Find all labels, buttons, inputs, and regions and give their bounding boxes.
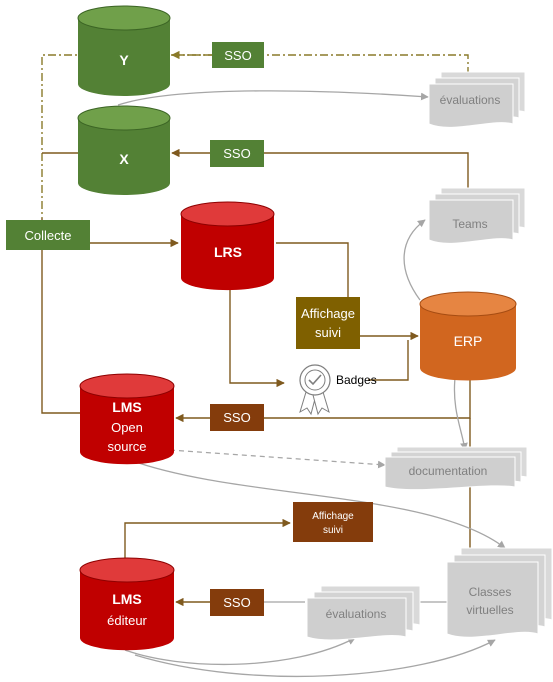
badges: Badges: [299, 364, 377, 416]
box-affichage-top-label-1: Affichage: [301, 306, 355, 321]
curve-lms-documentation: [169, 449, 386, 469]
database-y: Y: [77, 5, 171, 96]
box-sso-x-label: SSO: [223, 146, 250, 161]
doc-documentation: documentation: [384, 446, 528, 491]
box-affichage-suivi-bottom: Affichage suivi: [293, 502, 373, 542]
database-erp: ERP: [419, 291, 517, 381]
database-lms-open-label-2: Open: [111, 420, 143, 435]
box-sso-y: SSO: [212, 42, 264, 68]
box-affichage-bottom-label-1: Affichage: [312, 511, 354, 522]
doc-evaluations-bottom-label: évaluations: [326, 607, 387, 621]
box-affichage-top-label-2: suivi: [315, 325, 341, 340]
box-sso-lms-open: SSO: [210, 404, 264, 431]
badge-icon: [299, 364, 331, 416]
doc-classes-virtuelles: Classes virtuelles: [446, 547, 553, 638]
box-sso-x: SSO: [210, 140, 264, 167]
box-affichage-suivi-top: Affichage suivi: [296, 297, 360, 349]
database-lms-editeur: LMS éditeur: [79, 557, 175, 651]
doc-evaluations-top-label: évaluations: [440, 93, 501, 107]
database-lms-open-label-1: LMS: [112, 399, 142, 415]
database-x: X: [77, 105, 171, 195]
doc-evaluations-top: évaluations: [428, 71, 526, 128]
connector-lrs-affichage: [276, 242, 349, 297]
doc-evaluations-bottom: évaluations: [306, 585, 421, 641]
box-sso-lms-editeur-label: SSO: [223, 595, 250, 610]
box-collecte-label: Collecte: [25, 228, 72, 243]
box-collecte: Collecte: [6, 220, 90, 250]
database-x-label: X: [119, 151, 129, 167]
database-lms-open-label-3: source: [107, 439, 146, 454]
doc-classes-virtuelles-label-2: virtuelles: [466, 603, 513, 617]
curve-x-evaluations: [117, 90, 429, 106]
database-lrs: LRS: [180, 201, 275, 291]
connector-lrs-badges: [229, 288, 285, 388]
curve-editeur-evaluations: [124, 637, 356, 666]
database-erp-label: ERP: [454, 333, 483, 349]
connectors: [41, 50, 506, 678]
box-sso-y-label: SSO: [224, 48, 251, 63]
badges-label: Badges: [336, 373, 377, 387]
doc-documentation-label: documentation: [409, 464, 488, 478]
curve-lms-classes: [129, 459, 506, 549]
box-sso-lms-editeur: SSO: [210, 589, 264, 616]
connector-lms-editeur-affichage: [124, 518, 291, 565]
connector-badges-erp: [368, 340, 409, 381]
doc-classes-virtuelles-label-1: Classes: [469, 585, 512, 599]
database-y-label: Y: [119, 52, 129, 68]
doc-teams: Teams: [428, 187, 526, 244]
database-lrs-label: LRS: [214, 244, 242, 260]
box-affichage-bottom-label-2: suivi: [323, 525, 343, 536]
connector-left-bus: [41, 218, 80, 414]
doc-teams-label: Teams: [452, 217, 487, 231]
curve-erp-documentation: [453, 377, 468, 451]
database-lms-editeur-label-1: LMS: [112, 591, 142, 607]
database-lms-open-source: LMS Open source: [79, 373, 175, 465]
curve-erp-teams: [403, 219, 426, 301]
database-lms-editeur-label-2: éditeur: [107, 613, 147, 628]
connector-x-loop: [264, 152, 469, 200]
box-sso-lms-open-label: SSO: [223, 410, 250, 425]
curve-editeur-classes: [134, 639, 496, 678]
